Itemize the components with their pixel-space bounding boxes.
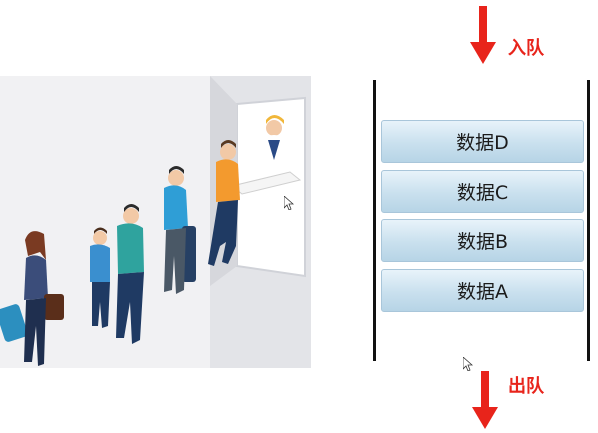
down-arrow-icon (470, 6, 496, 64)
queue-left-rail (373, 80, 376, 361)
enqueue-label: 入队 (508, 38, 544, 59)
down-arrow-icon (472, 371, 498, 429)
queue-right-rail (587, 80, 590, 361)
data-block-a: 数据A (381, 269, 584, 312)
queue-illustration (0, 76, 311, 368)
data-block-c: 数据C (381, 170, 584, 213)
data-block-d: 数据D (381, 120, 584, 163)
mouse-cursor-icon (463, 357, 473, 371)
mouse-cursor-icon (284, 196, 294, 210)
dequeue-label: 出队 (508, 376, 544, 397)
data-block-b: 数据B (381, 219, 584, 262)
